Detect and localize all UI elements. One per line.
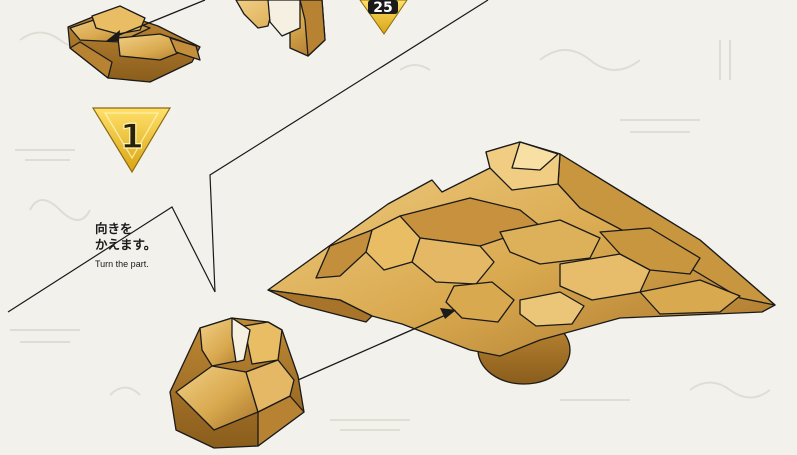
part-top-left bbox=[68, 6, 200, 82]
instruction-text-jp: 向きを かえます。 bbox=[95, 221, 156, 253]
step-badge-1: 1 bbox=[93, 108, 170, 172]
step-badge-top-number: 25 bbox=[373, 0, 392, 16]
arrow-to-main-part bbox=[298, 314, 448, 380]
instruction-jp-line1: 向きを bbox=[95, 221, 156, 237]
step-badge-number: 1 bbox=[120, 117, 144, 157]
instruction-text-en: Turn the part. bbox=[95, 259, 149, 269]
main-assembly-part bbox=[268, 142, 775, 384]
part-top-middle bbox=[236, 0, 325, 56]
instruction-jp-line2: かえます。 bbox=[95, 237, 156, 253]
step-badge-top: 25 bbox=[360, 0, 407, 34]
part-bottom-left bbox=[170, 318, 304, 448]
